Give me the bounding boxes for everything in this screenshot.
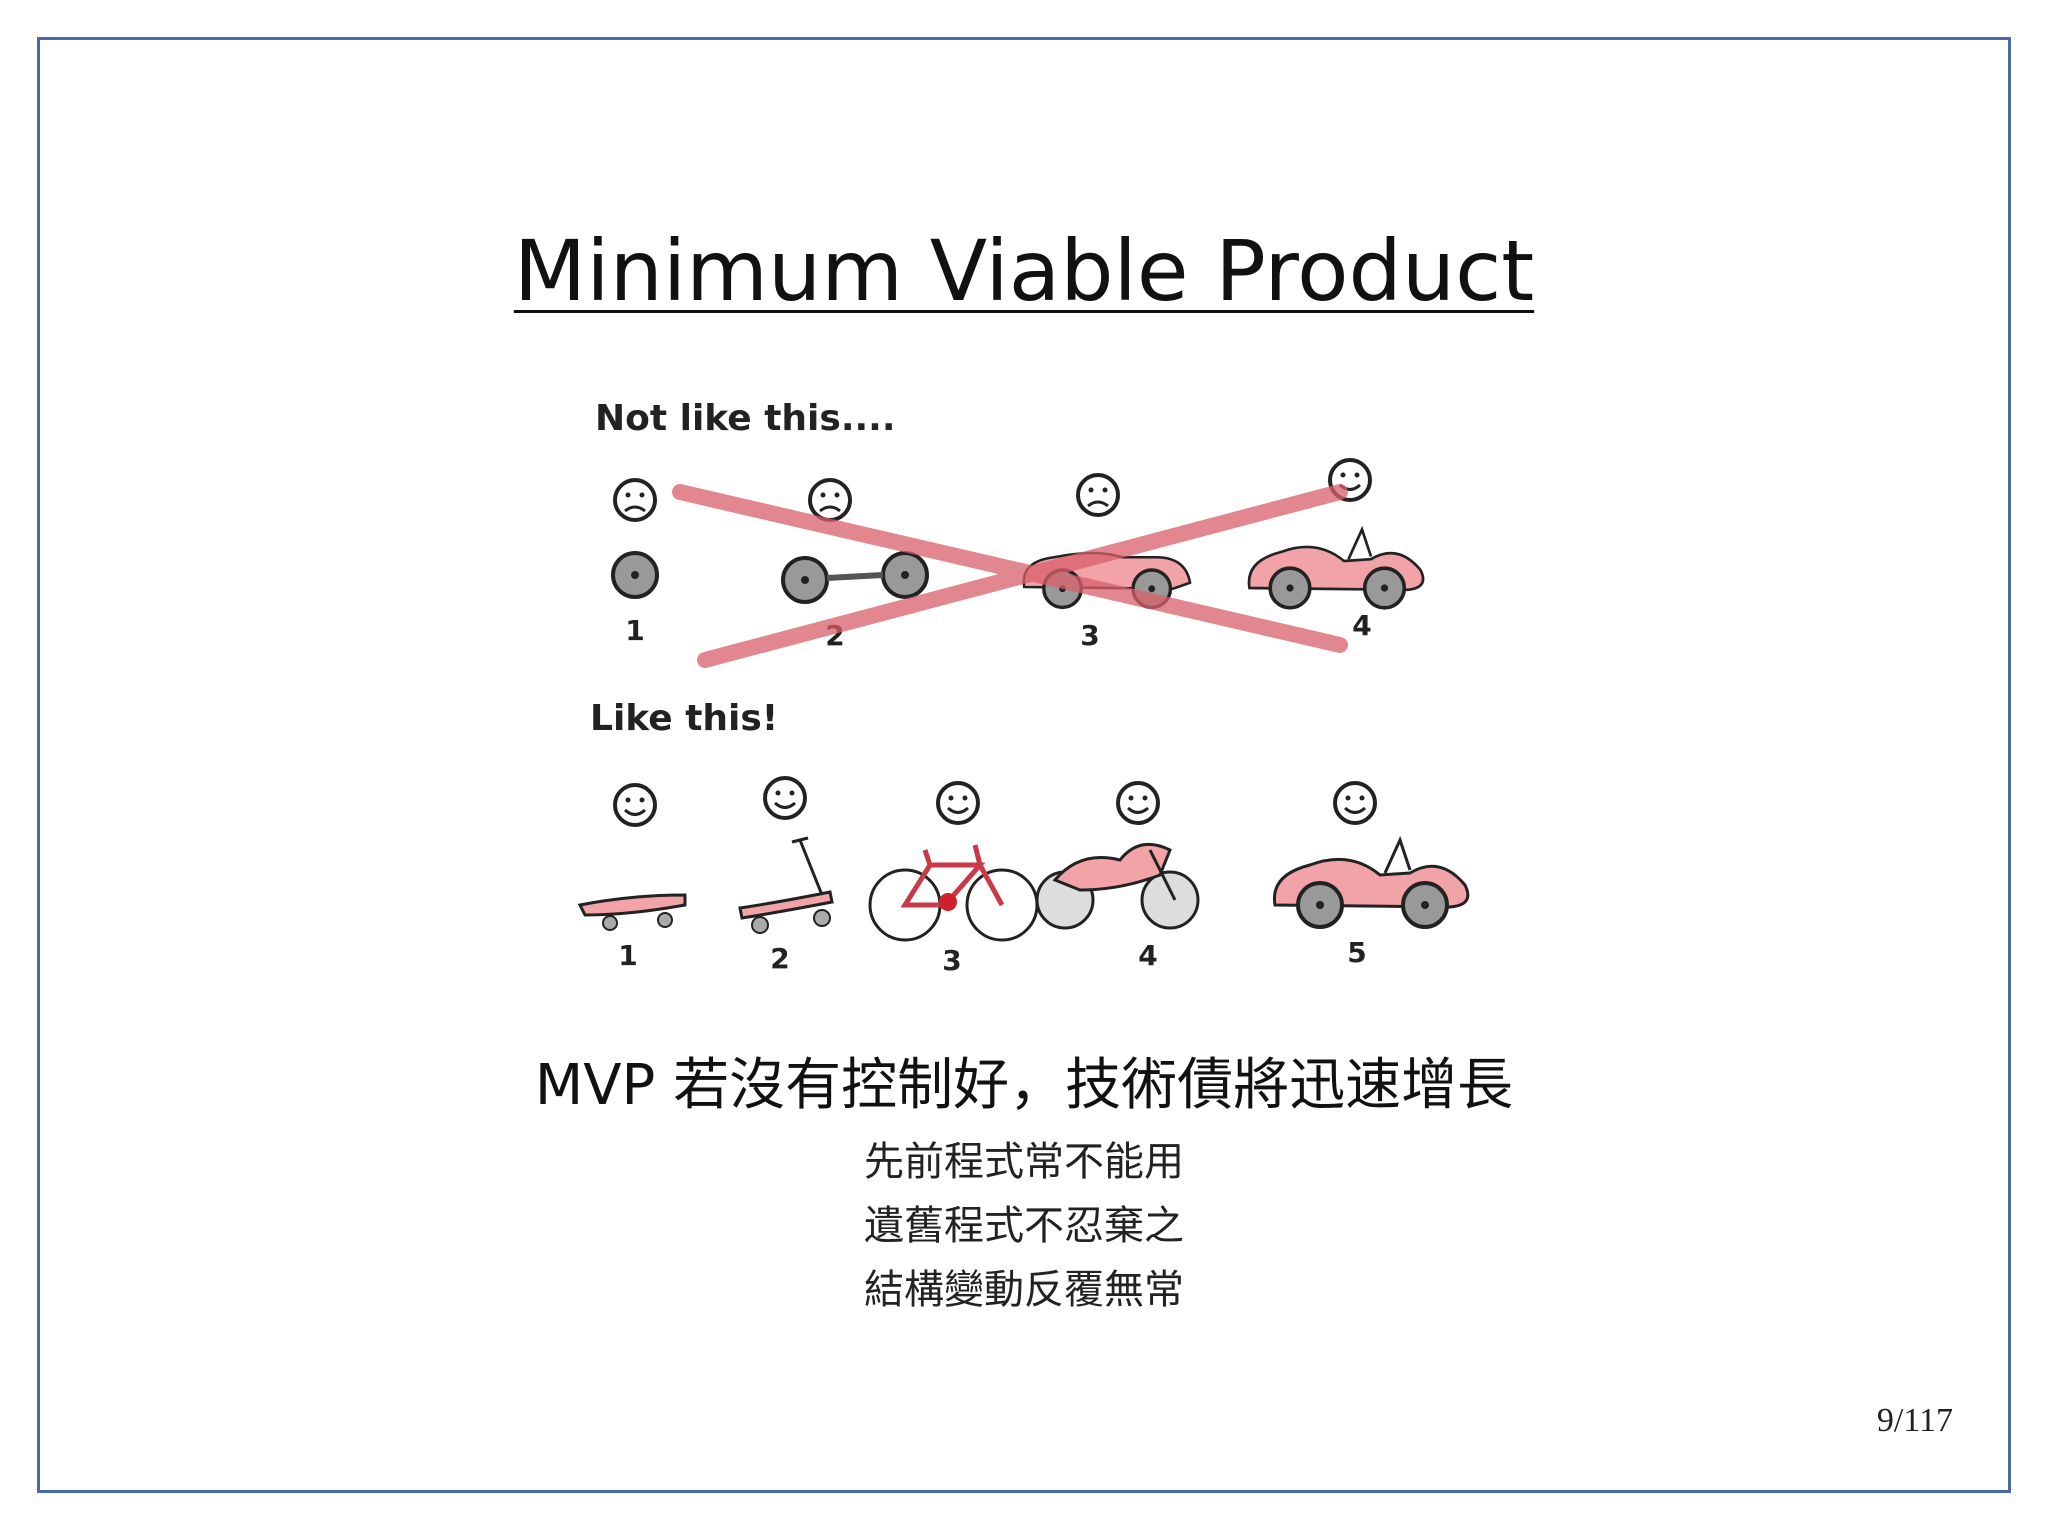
- mvp-illustration: Not like this.... 1 2 3 4 Like this!: [577, 398, 1520, 977]
- convertible-car-icon: [1274, 840, 1467, 927]
- slide-frame: [37, 37, 2011, 1493]
- bottom-num-4: 4: [1138, 939, 1157, 972]
- top-caption: Not like this....: [595, 398, 896, 439]
- car-icon: [1249, 530, 1423, 608]
- bottom-num-2: 2: [770, 942, 789, 975]
- top-num-4: 4: [1352, 609, 1371, 642]
- bottom-caption: Like this!: [590, 698, 778, 739]
- bottom-num-3: 3: [942, 944, 961, 977]
- smile-face-b5-icon: [1333, 781, 1377, 825]
- scooter-icon: [738, 836, 834, 934]
- line-3: 結構變動反覆無常: [864, 1267, 1184, 1313]
- smile-face-b1-icon: [613, 783, 657, 827]
- axle-icon: [781, 551, 929, 604]
- top-num-3: 3: [1080, 619, 1099, 652]
- skateboard-icon: [577, 893, 687, 931]
- smile-face-b3-icon: [936, 781, 980, 825]
- frown-face-1-icon: [613, 478, 657, 522]
- slide-title: Minimum Viable Product: [513, 222, 1535, 320]
- frown-face-3-icon: [1076, 473, 1120, 517]
- top-num-1: 1: [625, 614, 644, 647]
- bottom-num-5: 5: [1347, 936, 1366, 969]
- bottom-num-1: 1: [618, 939, 637, 972]
- frown-face-2-icon: [808, 478, 852, 522]
- smile-face-b2-icon: [763, 776, 807, 820]
- bullet-lines: 先前程式常不能用 遺舊程式不忍棄之 結構變動反覆無常: [0, 1130, 2048, 1322]
- page-number: 9/117: [1876, 1402, 1953, 1439]
- line-1: 先前程式常不能用: [864, 1139, 1184, 1185]
- slide-subtitle: MVP 若沒有控制好，技術債將迅速增長: [534, 1053, 1514, 1118]
- motorcycle-icon: [1035, 842, 1200, 930]
- bicycle-icon: [868, 844, 1039, 942]
- wheel-icon: [611, 551, 659, 599]
- cross-out-mark: [672, 484, 1348, 668]
- line-2: 遺舊程式不忍棄之: [864, 1203, 1184, 1249]
- smile-face-b4-icon: [1116, 781, 1160, 825]
